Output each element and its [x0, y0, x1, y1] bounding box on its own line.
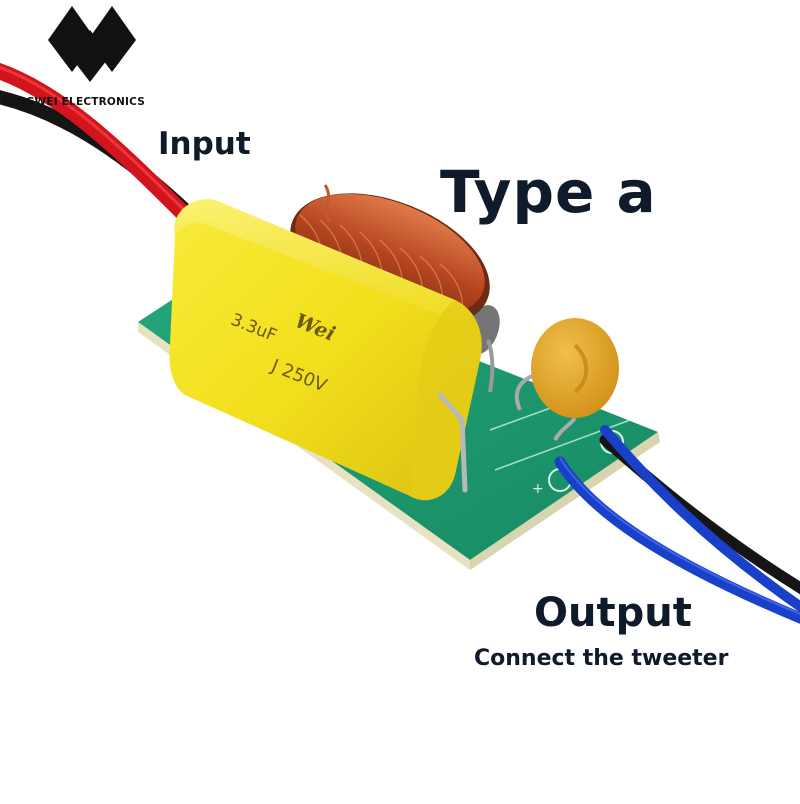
brand-logo	[48, 6, 136, 82]
brand-logo-mark	[48, 6, 136, 82]
film-capacitor: Wei 3.3uF J 250V	[169, 199, 482, 501]
input-wires	[0, 63, 200, 230]
output-note: Connect the tweeter	[474, 646, 729, 671]
brand-name: MINGWEI ELECTRONICS	[2, 96, 145, 108]
input-label: Input	[158, 126, 251, 162]
output-wire-blue-1	[600, 425, 800, 613]
output-wires	[554, 425, 800, 624]
type-label: Type a	[440, 158, 657, 226]
svg-text:+: +	[532, 481, 544, 497]
output-label: Output	[534, 590, 692, 636]
output-wire-blue-2	[554, 456, 800, 624]
ceramic-disc-capacitor	[514, 318, 619, 441]
input-wire-red	[0, 63, 200, 230]
